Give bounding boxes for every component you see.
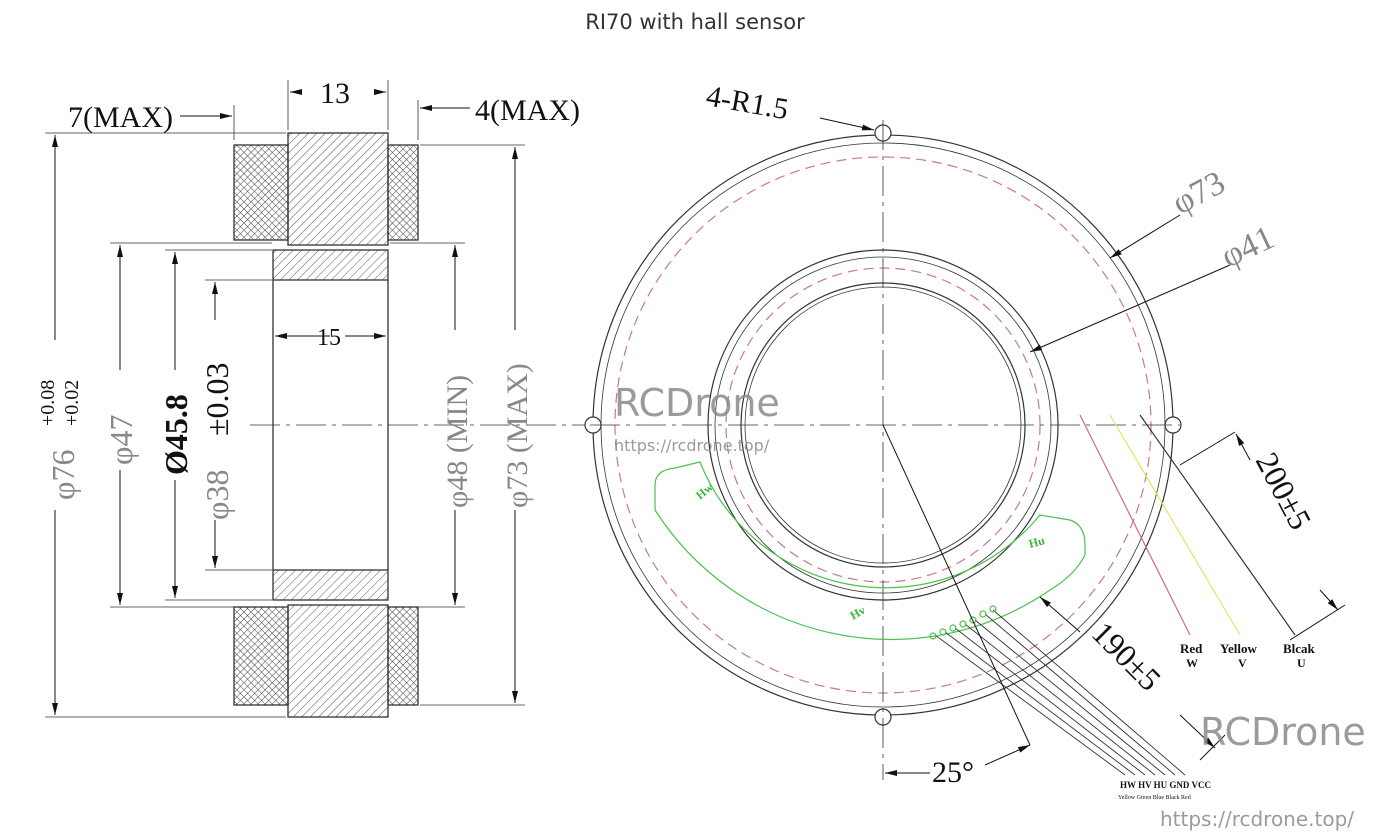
dim-47: φ47 bbox=[103, 415, 139, 465]
wire-yellow-label: Yellow bbox=[1220, 641, 1257, 656]
diagram-title: RI70 with hall sensor bbox=[585, 10, 805, 34]
watermark: RCDrone https://rcdrone.top/ RCDrone htt… bbox=[614, 381, 1366, 831]
wire-red-phase: W bbox=[1186, 656, 1198, 670]
dim-13: 13 bbox=[320, 77, 350, 110]
rotor-sleeve-bottom bbox=[272, 569, 389, 601]
magnet-bottom-right bbox=[387, 606, 419, 706]
side-view-dimensions: 13 7(MAX) 4(MAX) 15 φ76 +0.08 +0.02 φ47 … bbox=[37, 77, 580, 520]
hall-label-hv: Hv bbox=[848, 603, 868, 623]
magnet-top-right bbox=[387, 144, 419, 241]
stator-top bbox=[287, 132, 389, 246]
dim-4max: 4(MAX) bbox=[475, 94, 580, 127]
dim-38: φ38 bbox=[199, 470, 235, 520]
magnet-bottom-left bbox=[233, 606, 289, 706]
dim-45-8: Ø45.8 bbox=[158, 394, 194, 475]
wire-red-label: Red bbox=[1180, 641, 1203, 656]
signal-wire-colors: Yellow Green Blue Black Red bbox=[1118, 795, 1191, 801]
dim-200: 200±5 bbox=[1249, 446, 1319, 535]
dim-76-tol-lower: +0.02 bbox=[61, 380, 83, 426]
hall-label-hw: Hw bbox=[693, 480, 716, 503]
dim-25-deg: 25° bbox=[932, 756, 974, 789]
wire-yellow-phase: V bbox=[1238, 656, 1247, 670]
dim-r1-5: 4-R1.5 bbox=[704, 79, 791, 126]
dim-73: φ73 bbox=[1166, 164, 1231, 222]
hall-label-hu: Hu bbox=[1027, 533, 1046, 551]
signal-wire-labels: HW HV HU GND VCC bbox=[1120, 780, 1211, 790]
dim-38-tol: ±0.03 bbox=[199, 362, 235, 436]
watermark-url: https://rcdrone.top/ bbox=[614, 436, 770, 455]
dim-48min: φ48 (MIN) bbox=[441, 375, 474, 508]
magnet-top-left bbox=[233, 144, 289, 241]
dim-190: 190±5 bbox=[1085, 614, 1168, 697]
dim-15: 15 bbox=[317, 325, 341, 351]
rotor-sleeve-top bbox=[272, 249, 389, 281]
stator-bottom bbox=[287, 604, 389, 718]
dim-73max: φ73 (MAX) bbox=[501, 363, 534, 508]
dim-7max: 7(MAX) bbox=[68, 101, 173, 134]
watermark-url-2: https://rcdrone.top/ bbox=[1160, 807, 1354, 831]
watermark-brand-2: RCDrone bbox=[1200, 710, 1366, 754]
side-view bbox=[45, 80, 600, 718]
wire-black-phase: U bbox=[1297, 656, 1306, 670]
front-view bbox=[584, 117, 1346, 780]
dim-76-tol-upper: +0.08 bbox=[37, 380, 59, 426]
watermark-brand: RCDrone bbox=[614, 381, 780, 425]
dim-76: φ76 bbox=[45, 450, 81, 500]
hall-board bbox=[654, 461, 1086, 641]
wire-black-label: Blcak bbox=[1283, 641, 1316, 656]
